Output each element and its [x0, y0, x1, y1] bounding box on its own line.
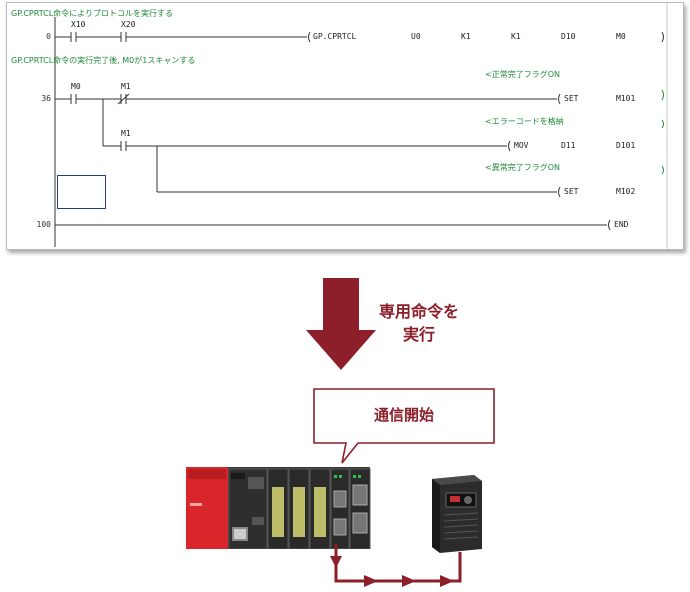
rung-0-step: 0: [46, 32, 51, 41]
comment-abnormal-complete: <異常完了フラグON: [485, 163, 560, 172]
rung-36-comment: GP.CPRTCL命令の実行完了後, M0が1スキャンする: [11, 56, 196, 65]
rung-0-comment: GP.CPRTCL命令によりプロトコルを実行する: [11, 9, 174, 18]
instruction-cprtcl: GP.CPRTCL: [313, 32, 357, 41]
cell-cursor[interactable]: [57, 175, 106, 209]
operand-k1-a: K1: [461, 32, 471, 41]
instruction-mov: MOV: [514, 141, 529, 150]
rung-36-step: 36: [41, 94, 51, 103]
plc-icon: [186, 467, 371, 549]
speech-bubble: [313, 388, 495, 464]
operand-m0: M0: [616, 32, 626, 41]
arrow-label: 専用命令を 実行: [364, 300, 474, 346]
contact-m1-nc-label: M1: [121, 82, 131, 91]
bubble-text: 通信開始: [373, 406, 434, 424]
comment-error-code: <エラーコードを格納: [485, 117, 564, 126]
operand-d101: D101: [616, 141, 636, 150]
ladder-panel: GP.CPRTCL命令によりプロトコルを実行する 0 X10 X20 GP.CP…: [6, 2, 684, 250]
comment-normal-complete: <正常完了フラグON: [485, 70, 560, 79]
ladder-lines: [54, 3, 668, 249]
operand-k1-b: K1: [511, 32, 521, 41]
contact-x10-label: X10: [71, 20, 86, 29]
operand-u0: U0: [411, 32, 421, 41]
communication-cable: [330, 544, 462, 587]
instruction-set-2: SET: [564, 187, 579, 196]
down-arrow-icon: [306, 278, 376, 370]
contact-x20-label: X20: [121, 20, 136, 29]
instruction-end: END: [614, 220, 629, 229]
operand-m102: M102: [616, 187, 636, 196]
contact-m0-label: M0: [71, 82, 81, 91]
inverter-icon: [432, 475, 482, 553]
arrow-label-line2: 実行: [402, 325, 435, 344]
rung-100-step: 100: [36, 220, 51, 229]
contact-m1-no-label: M1: [121, 129, 131, 138]
operand-m101: M101: [616, 94, 636, 103]
arrow-label-line1: 専用命令を: [378, 302, 459, 321]
operand-d10: D10: [561, 32, 576, 41]
instruction-set-1: SET: [564, 94, 579, 103]
operand-d11: D11: [561, 141, 576, 150]
